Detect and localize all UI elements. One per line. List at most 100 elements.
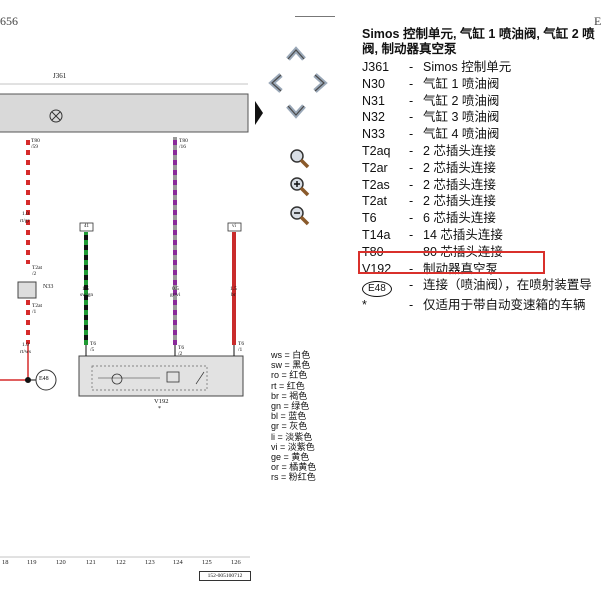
wire-gr-vi — [173, 137, 177, 345]
zoom-out-icon[interactable] — [288, 204, 312, 228]
arrow-down-icon[interactable] — [284, 103, 308, 121]
pin-label: T2at /2 — [32, 265, 43, 277]
legend-row: T6-6 芯插头连接 — [362, 210, 601, 227]
legend-dash: - — [409, 76, 414, 91]
v192-pump — [78, 355, 244, 397]
scale-mark: 121 — [86, 559, 96, 566]
terminal-41: 41 — [84, 224, 89, 229]
legend-desc: Simos 控制单元 — [423, 60, 512, 74]
scale-mark: 124 — [173, 559, 183, 566]
pin-label: T2at /1 — [32, 303, 43, 315]
legend-row: T2as-2 芯插头连接 — [362, 177, 601, 194]
color-code: ro = 红色 — [271, 370, 308, 381]
legend-dash: - — [409, 194, 414, 209]
wire-gauge: 1.0 — [22, 211, 29, 217]
color-code: ws = 白色 — [271, 350, 311, 360]
legend-dash: - — [409, 143, 414, 158]
scale-mark: 125 — [202, 559, 212, 566]
legend-code: T2at — [362, 194, 388, 209]
legend-row: N32-气缸 3 喷油阀 — [362, 109, 601, 126]
component-legend: Simos 控制单元, 气缸 1 喷油阀, 气缸 2 喷 阀, 制动器真空泵 J… — [362, 27, 601, 314]
legend-desc: 2 芯插头连接 — [423, 194, 496, 209]
scale-mark: 119 — [27, 559, 37, 566]
legend-dash: - — [409, 110, 414, 125]
legend-desc: 2 芯插头连接 — [423, 177, 496, 192]
legend-desc: 2 芯插头连接 — [423, 143, 496, 158]
wire-color: sw/gn — [80, 292, 94, 298]
magnifier-icon[interactable] — [288, 147, 312, 171]
legend-dash: - — [409, 160, 414, 175]
pin-label: T6 /5 — [90, 341, 97, 353]
legend-desc: 连接（喷油阀），在喷射装置导 — [423, 278, 592, 293]
color-code: sw = 黑色 — [271, 360, 311, 371]
legend-dash: - — [409, 127, 414, 142]
scale-mark: 18 — [2, 559, 9, 566]
zoom-in-icon[interactable] — [288, 175, 312, 199]
legend-dash: - — [409, 261, 414, 276]
wire-gauge: 0.5 — [172, 286, 179, 292]
highlight-box — [358, 251, 545, 274]
legend-code: T6 — [362, 211, 377, 226]
legend-code: E48 — [362, 281, 392, 298]
v192-star: * — [158, 406, 161, 412]
wire-color: rt/ws — [20, 349, 31, 355]
pin-label: T80 /59 — [31, 138, 40, 150]
legend-code: T14a — [362, 227, 391, 242]
color-code: rs = 粉红色 — [271, 472, 316, 483]
legend-desc: 气缸 3 喷油阀 — [423, 110, 500, 125]
page-next-arrow-icon[interactable] — [254, 100, 264, 126]
legend-desc: 14 芯插头连接 — [423, 227, 503, 242]
legend-title: Simos 控制单元, 气缸 1 喷油阀, 气缸 2 喷 — [362, 27, 595, 41]
arrow-left-icon[interactable] — [266, 71, 284, 95]
legend-dash: - — [409, 227, 414, 242]
legend-row: E48 -连接（喷油阀），在喷射装置导 — [362, 277, 601, 298]
legend-row: N33-气缸 4 喷油阀 — [362, 126, 601, 143]
legend-row: T2at -2 芯插头连接 — [362, 193, 601, 210]
legend-desc: 仅适用于带自动变速箱的车辆 — [423, 298, 586, 313]
legend-code: N33 — [362, 127, 385, 142]
legend-row: N30 -气缸 1 喷油阀 — [362, 76, 601, 93]
color-code: or = 橘黄色 — [271, 462, 317, 473]
color-code: li = 淡紫色 — [271, 431, 313, 442]
top-divider — [295, 16, 335, 17]
wire-gauge: 1.5 — [82, 286, 89, 292]
wire-br — [232, 232, 236, 345]
pin-label: T6 /1 — [238, 341, 245, 353]
legend-desc: 气缸 1 喷油阀 — [423, 76, 500, 91]
legend-code: N30 — [362, 76, 385, 91]
wire-color: rt/gr — [20, 218, 30, 224]
wire-rt-ws — [26, 298, 30, 344]
header-mark: E — [594, 14, 601, 28]
legend-dash: - — [409, 278, 414, 293]
wire-gauge: 1.5 — [230, 286, 237, 292]
legend-dash: - — [409, 298, 414, 313]
scale-mark: 120 — [56, 559, 66, 566]
legend-dash: - — [409, 60, 414, 74]
color-code: br = 褐色 — [271, 390, 308, 401]
arrow-up-icon[interactable] — [284, 44, 308, 62]
e48-junction — [35, 369, 57, 391]
legend-row: J361-Simos 控制单元 — [362, 59, 601, 76]
legend-code: * — [362, 298, 367, 313]
color-code: ge = 黄色 — [271, 452, 310, 463]
legend-row: N31-气缸 2 喷油阀 — [362, 93, 601, 110]
legend-desc: 2 芯插头连接 — [423, 160, 496, 175]
ground-symbol — [49, 109, 63, 123]
legend-desc: 6 芯插头连接 — [423, 211, 496, 226]
legend-dash: - — [409, 177, 414, 192]
scale-mark: 122 — [116, 559, 126, 566]
color-code: gn = 绿色 — [271, 401, 310, 412]
legend-row: T2ar-2 芯插头连接 — [362, 160, 601, 177]
reference-code: 152-005100712 — [199, 571, 251, 581]
wire-sw-gn — [84, 232, 88, 345]
legend-title-2: 阀, 制动器真空泵 — [362, 42, 457, 56]
wire-color-legend: ws = 白色 sw = 黑色 ro = 红色 rt = 红色 br = 褐色 … — [271, 350, 316, 483]
color-code: vi = 淡紫色 — [271, 441, 315, 452]
scale-mark: 126 — [231, 559, 241, 566]
legend-code: T2aq — [362, 143, 391, 158]
legend-row: T2aq -2 芯插头连接 — [362, 143, 601, 160]
n33-label: N33 — [43, 284, 54, 290]
arrow-right-icon[interactable] — [312, 71, 330, 95]
wire-color: gr/vi — [170, 292, 181, 298]
